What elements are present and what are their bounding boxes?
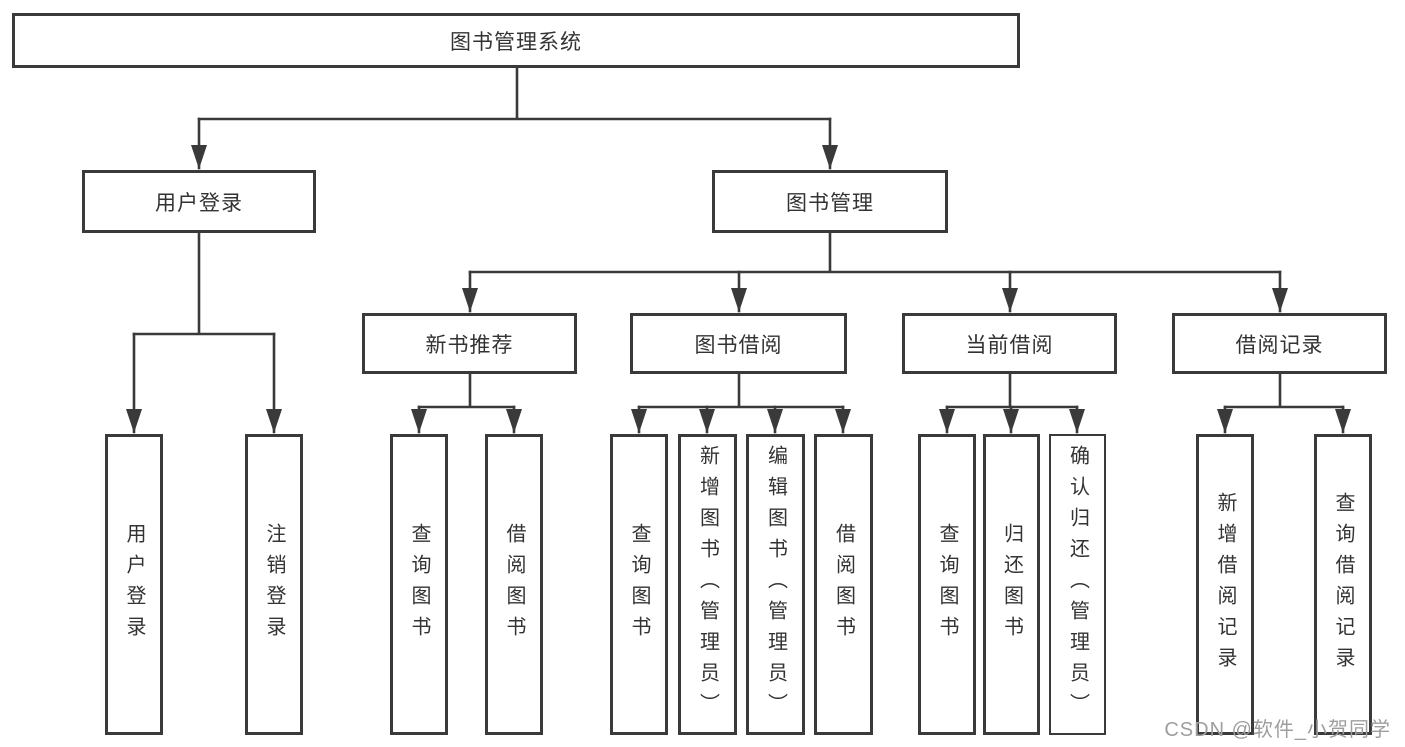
node-book-borrow: 图书借阅 <box>630 313 847 374</box>
leaf-query-books-borrow: 查询图书 <box>610 434 668 735</box>
leaf-label: 查询图书 <box>936 522 958 647</box>
leaf-query-books-current: 查询图书 <box>918 434 976 735</box>
leaf-label: 查询借阅记录 <box>1332 491 1354 678</box>
leaf-label: 编辑图书（管理员） <box>764 445 787 724</box>
leaf-label: 用户登录 <box>123 522 145 647</box>
leaf-label: 新增图书（管理员） <box>696 445 719 724</box>
leaf-label: 确认归还（管理员） <box>1066 445 1089 724</box>
leaf-logout-login: 注销登录 <box>245 434 303 735</box>
watermark: CSDN @软件_小贺同学 <box>1164 719 1391 741</box>
leaf-add-books-admin: 新增图书（管理员） <box>678 434 737 735</box>
leaf-edit-books-admin: 编辑图书（管理员） <box>746 434 805 735</box>
node-book-management: 图书管理 <box>712 170 948 233</box>
connector-path <box>132 66 1345 409</box>
leaf-label: 查询图书 <box>408 522 430 647</box>
leaf-label: 新增借阅记录 <box>1214 491 1236 678</box>
node-user-login: 用户登录 <box>82 170 316 233</box>
leaf-add-borrow-record: 新增借阅记录 <box>1196 434 1254 735</box>
node-current-borrow: 当前借阅 <box>902 313 1117 374</box>
leaf-label: 借阅图书 <box>832 522 855 647</box>
leaf-label: 注销登录 <box>263 522 285 647</box>
leaf-user-login: 用户登录 <box>105 434 163 735</box>
node-borrow-records: 借阅记录 <box>1172 313 1387 374</box>
leaf-query-borrow-record: 查询借阅记录 <box>1314 434 1372 735</box>
leaf-label: 归还图书 <box>1000 522 1023 647</box>
leaf-borrow-books-borrow: 借阅图书 <box>814 434 873 735</box>
node-library-system: 图书管理系统 <box>12 13 1020 68</box>
leaf-return-books: 归还图书 <box>983 434 1040 735</box>
leaf-query-books-newbooks: 查询图书 <box>390 434 448 735</box>
leaf-confirm-return-admin: 确认归还（管理员） <box>1049 434 1106 735</box>
leaf-label: 查询图书 <box>628 522 650 647</box>
node-new-book-recommend: 新书推荐 <box>362 313 577 374</box>
leaf-borrow-books-newbooks: 借阅图书 <box>485 434 543 735</box>
leaf-label: 借阅图书 <box>503 522 525 647</box>
